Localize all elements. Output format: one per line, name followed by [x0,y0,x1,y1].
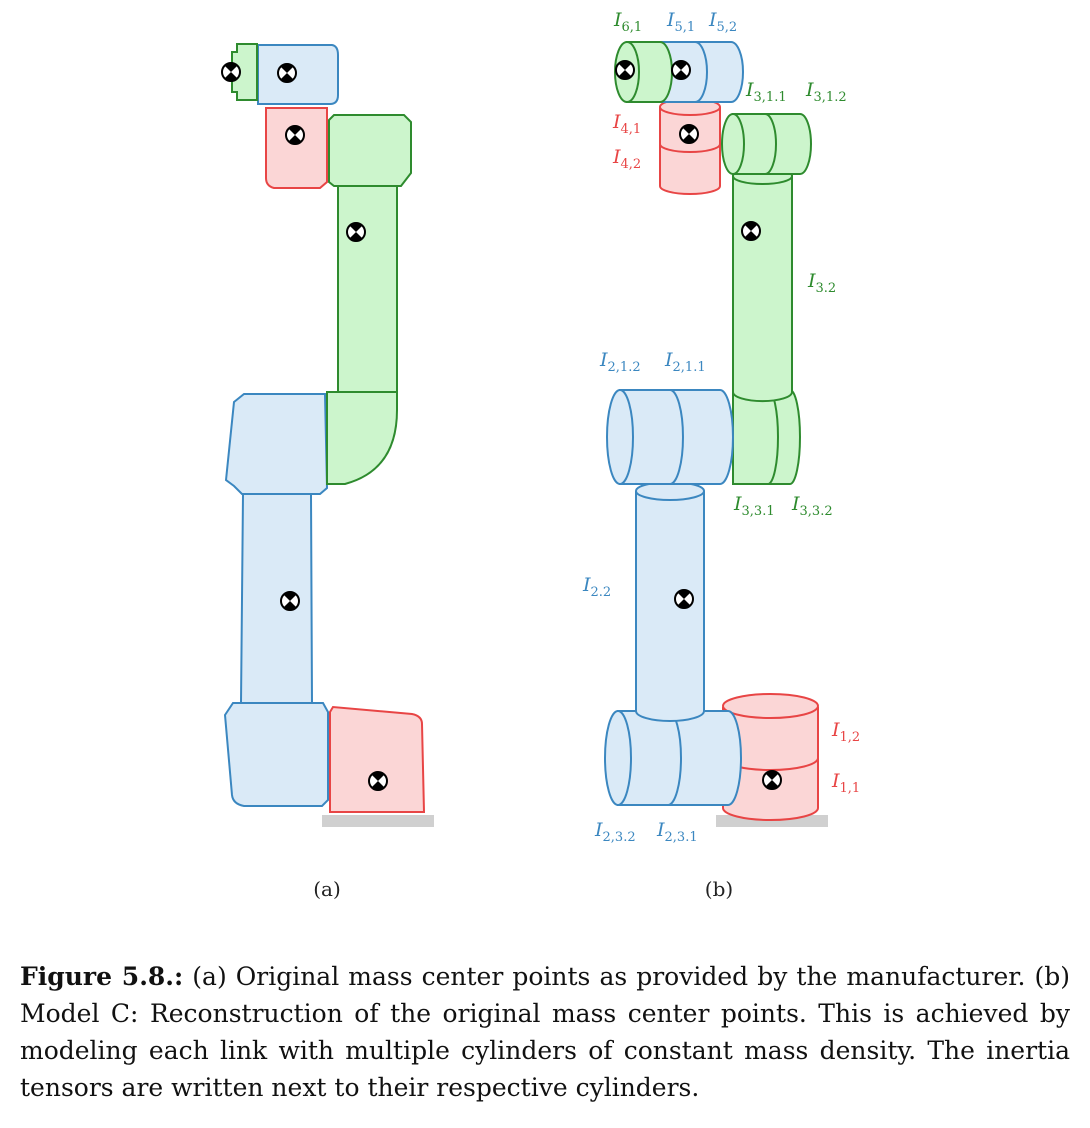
cylinder-I32 [732,174,793,403]
cylinder-I212-face [606,389,634,485]
mass-center-marker [674,588,694,610]
lower-elbow-a [223,702,329,807]
label-I42: I4,2 [612,146,641,172]
cylinder-I331 [732,389,779,485]
cylinder-I231 [667,710,742,806]
label-I211: I2,1.1 [664,349,706,375]
label-I61: I6,1 [613,9,642,35]
label-I311: I3,1.1 [745,79,787,105]
cylinder-I12-top [722,693,819,719]
subfigure-a-label: (a) [313,877,341,901]
subfigure-b: I6,1 I5,1 I5,2 I3,1.1 I3,1.2 I4,1 I4,2 I… [582,9,860,901]
cylinder-I232-face [604,710,632,806]
cylinder-I211 [669,389,734,485]
label-I331: I3,3.1 [733,493,775,519]
label-I212: I2,1.2 [599,349,641,375]
lower-arm-a [239,493,314,704]
cylinder-I212 [619,389,684,485]
subfigure-a: (a) [221,43,434,901]
wrist-red-a [265,107,328,189]
mass-center-marker [679,123,699,145]
cylinder-I311-face [721,113,745,175]
label-I41: I4,1 [612,111,641,137]
mass-center-marker [285,124,305,146]
label-I52: I5,2 [708,9,737,35]
cylinder-I42 [659,143,721,195]
mass-center-marker [277,62,297,84]
mass-center-marker [221,61,241,83]
mass-center-marker [671,59,691,81]
middle-elbow-a [224,393,329,495]
caption-text: (a) Original mass center points as provi… [20,962,1070,1102]
end-flange-a [231,43,258,101]
label-I231: I2,3.1 [656,819,698,845]
mass-center-marker [615,59,635,81]
label-I32: I3.2 [807,270,836,296]
green-elbow-a [326,391,398,485]
label-I22: I2.2 [582,574,611,600]
label-I332: I3,3.2 [791,493,833,519]
upper-arm-a [337,185,398,393]
base-plate-a [322,815,434,827]
cylinder-I22 [635,491,705,722]
mass-center-marker [368,770,388,792]
label-I312: I3,1.2 [805,79,847,105]
cylinder-I311 [732,113,777,175]
base-link-a [329,705,426,813]
mass-center-marker [741,220,761,242]
wrist-blue-a [257,44,339,105]
figure-caption: Figure 5.8.: (a) Original mass center po… [20,958,1070,1106]
upper-joint-a [328,114,412,187]
mass-center-marker [346,221,366,243]
cylinder-I312 [764,113,812,175]
robot-arm-figure: (a) [221,9,860,901]
label-I51: I5,1 [666,9,695,35]
mass-center-marker [280,590,300,612]
label-I11: I1,1 [831,770,860,796]
mass-center-marker [762,769,782,791]
label-I12: I1,2 [831,719,860,745]
figure-number: Figure 5.8.: [20,962,184,991]
subfigure-b-label: (b) [705,877,733,901]
cylinder-I52 [694,41,744,103]
label-I232: I2,3.2 [594,819,636,845]
